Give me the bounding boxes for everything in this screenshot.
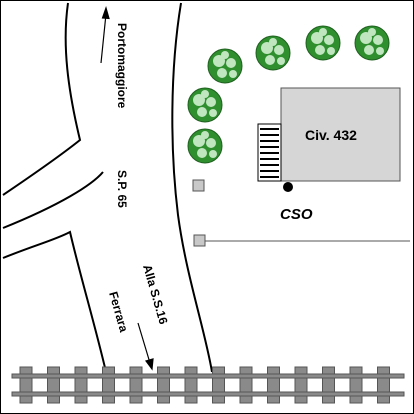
label-road-name: S.P. 65	[115, 170, 129, 208]
building-label: Civ. 432	[305, 127, 357, 143]
road-edge-main-west-upper	[2, 2, 82, 196]
tree-icon	[305, 25, 341, 61]
railway-tie	[184, 366, 198, 404]
tree-icon	[207, 48, 243, 84]
road-edge-main-east	[171, 2, 213, 373]
railway-tie	[322, 366, 335, 404]
building-civ-432	[280, 87, 401, 182]
railway-tie	[19, 366, 33, 404]
railway-tie	[377, 366, 390, 404]
railway-tie	[294, 366, 308, 404]
stairs-icon	[257, 123, 282, 182]
cso-label: CSO	[280, 206, 313, 223]
railway-tie	[239, 366, 253, 404]
tree-icon	[354, 25, 390, 61]
road-edge-branch-upper	[2, 171, 104, 229]
railway-tie	[102, 366, 115, 404]
railway-tie	[47, 366, 60, 404]
railway-tie	[74, 366, 88, 404]
arrow-icon	[100, 6, 110, 64]
outfall-point-icon	[283, 182, 293, 192]
railway-tie	[349, 366, 363, 404]
railway-tie	[212, 366, 225, 404]
arrow-icon	[137, 322, 154, 371]
railway-icon	[11, 366, 405, 404]
tree-icon	[187, 87, 223, 123]
manhole-icon	[193, 234, 206, 247]
railway-tie	[267, 366, 280, 404]
tree-icon	[187, 128, 223, 164]
direction-arrows	[100, 6, 154, 371]
tree-icon	[255, 35, 291, 71]
road-edge-branch-lower	[2, 230, 107, 373]
railway-tie	[157, 366, 170, 404]
manhole-icon	[192, 179, 205, 192]
road-edges	[2, 2, 213, 373]
label-portomaggiore: Portomaggiore	[115, 23, 129, 109]
railway-tie	[129, 366, 143, 404]
